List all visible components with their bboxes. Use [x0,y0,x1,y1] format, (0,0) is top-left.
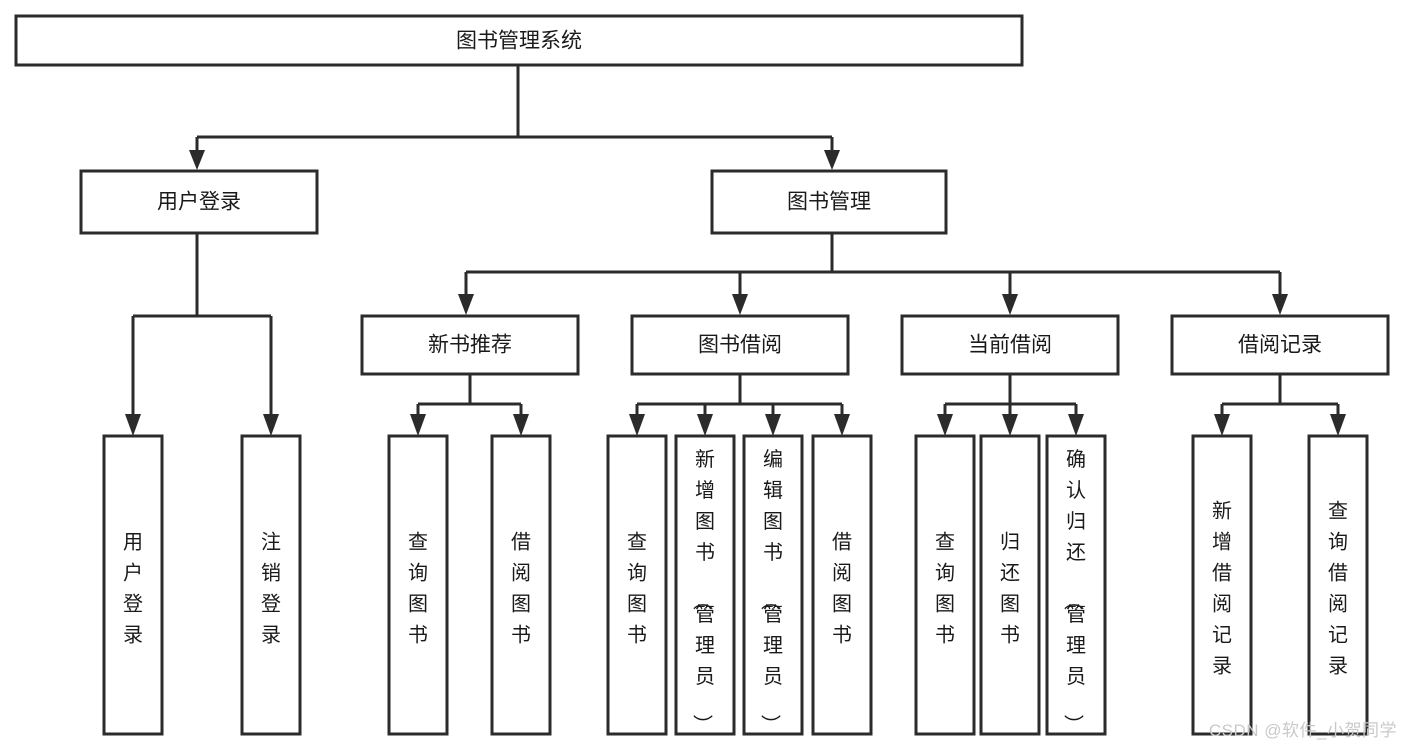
arrow-borrow-record-leaf-2 [1330,414,1346,436]
node-root-box[interactable] [14,14,1024,67]
leaf-borrow-book-2-label: 借阅图书 [832,531,852,647]
node-book-manage-label: 图书管理 [787,191,871,214]
arrow-user-login-leaf-1 [125,414,141,436]
leaf-borrow-book-2-box[interactable] [811,434,873,736]
leaf-borrow-book-2[interactable]: 借阅图书 [811,434,873,736]
leaf-return-book-box[interactable] [979,434,1041,736]
arrow-to-borrow-record [1272,294,1288,315]
arrow-to-current-borrow [1002,294,1018,315]
edge-layer [125,65,1346,436]
leaf-query-book-1-label: 查询图书 [408,531,428,647]
leaf-query-book-2-box[interactable] [606,434,668,736]
leaf-confirm-return-box[interactable] [1045,434,1107,736]
leaf-logout-login-label: 注销登录 [261,531,281,647]
leaf-query-record[interactable]: 查询借阅记录 [1307,434,1369,736]
leaf-edit-book-box[interactable] [742,434,804,736]
node-book-manage-box[interactable] [710,169,948,235]
node-new-book-recommend-box[interactable] [360,314,580,376]
arrow-root-to-user-login [189,150,205,170]
leaf-query-book-1-box[interactable] [387,434,449,736]
node-current-borrow-label: 当前借阅 [968,334,1052,357]
leaf-add-record[interactable]: 新增借阅记录 [1191,434,1253,736]
arrow-current-borrow-leaf-3 [1068,414,1084,436]
node-new-book-recommend-label: 新书推荐 [428,334,512,357]
arrow-to-new-book-recommend [458,294,474,315]
leaf-add-book-box[interactable] [674,434,736,736]
leaf-query-book-3-label: 查询图书 [935,531,955,647]
node-borrow-record-box[interactable] [1170,314,1390,376]
node-borrow-record[interactable]: 借阅记录 [1170,314,1390,376]
node-book-borrow[interactable]: 图书借阅 [630,314,850,376]
node-book-borrow-label: 图书借阅 [698,334,782,357]
node-user-login-box[interactable] [79,169,319,235]
node-user-login[interactable]: 用户登录 [79,169,319,235]
arrow-current-borrow-leaf-2 [1002,414,1018,436]
node-book-borrow-box[interactable] [630,314,850,376]
leaf-logout-login[interactable]: 注销登录 [240,434,302,736]
leaf-add-book-label: 新增图书（管理员） [690,448,715,734]
node-book-manage[interactable]: 图书管理 [710,169,948,235]
csdn-watermark: CSDN @软件_小贺同学 [1208,721,1397,740]
leaf-borrow-book-1[interactable]: 借阅图书 [490,434,552,736]
arrow-book-borrow-leaf-1 [629,414,645,436]
leaf-return-book-label: 归还图书 [1000,531,1020,647]
leaf-query-record-box[interactable] [1307,434,1369,736]
leaf-confirm-return-label: 确认归还（管理员） [1061,448,1086,734]
leaf-user-login-label: 用户登录 [123,532,143,647]
leaf-edit-book[interactable]: 编辑图书（管理员） [742,434,804,736]
node-current-borrow[interactable]: 当前借阅 [900,314,1120,376]
leaf-add-record-label: 新增借阅记录 [1212,500,1232,678]
node-root[interactable]: 图书管理系统 [14,14,1024,67]
arrow-recommend-leaf-1 [410,414,426,436]
leaf-query-book-3-box[interactable] [914,434,976,736]
leaf-logout-login-box[interactable] [240,434,302,736]
leaf-return-book[interactable]: 归还图书 [979,434,1041,736]
node-current-borrow-box[interactable] [900,314,1120,376]
node-user-login-label: 用户登录 [157,191,241,214]
arrow-user-login-leaf-2 [263,414,279,436]
leaf-edit-book-label: 编辑图书（管理员） [758,448,783,734]
leaf-query-record-label: 查询借阅记录 [1328,500,1348,678]
leaf-borrow-book-1-label: 借阅图书 [511,531,531,647]
leaf-add-book[interactable]: 新增图书（管理员） [674,434,736,736]
arrow-book-borrow-leaf-3 [765,414,781,436]
leaf-confirm-return[interactable]: 确认归还（管理员） [1045,434,1107,736]
leaf-user-login-box[interactable] [102,434,164,736]
leaf-add-record-box[interactable] [1191,434,1253,736]
arrow-book-borrow-leaf-4 [834,414,850,436]
arrow-root-to-book-manage [824,150,840,170]
arrow-book-borrow-leaf-2 [697,414,713,436]
arrow-to-book-borrow [732,294,748,315]
leaf-query-book-3[interactable]: 查询图书 [914,434,976,736]
arrow-current-borrow-leaf-1 [937,414,953,436]
node-new-book-recommend[interactable]: 新书推荐 [360,314,580,376]
arrow-borrow-record-leaf-1 [1214,414,1230,436]
node-root-label: 图书管理系统 [456,30,582,53]
arrow-recommend-leaf-2 [513,414,529,436]
node-borrow-record-label: 借阅记录 [1238,334,1322,357]
leaf-query-book-2[interactable]: 查询图书 [606,434,668,736]
leaf-query-book-1[interactable]: 查询图书 [387,434,449,736]
leaf-borrow-book-1-box[interactable] [490,434,552,736]
leaf-query-book-2-label: 查询图书 [627,531,647,647]
leaf-user-login[interactable]: 用户登录 [102,434,164,736]
